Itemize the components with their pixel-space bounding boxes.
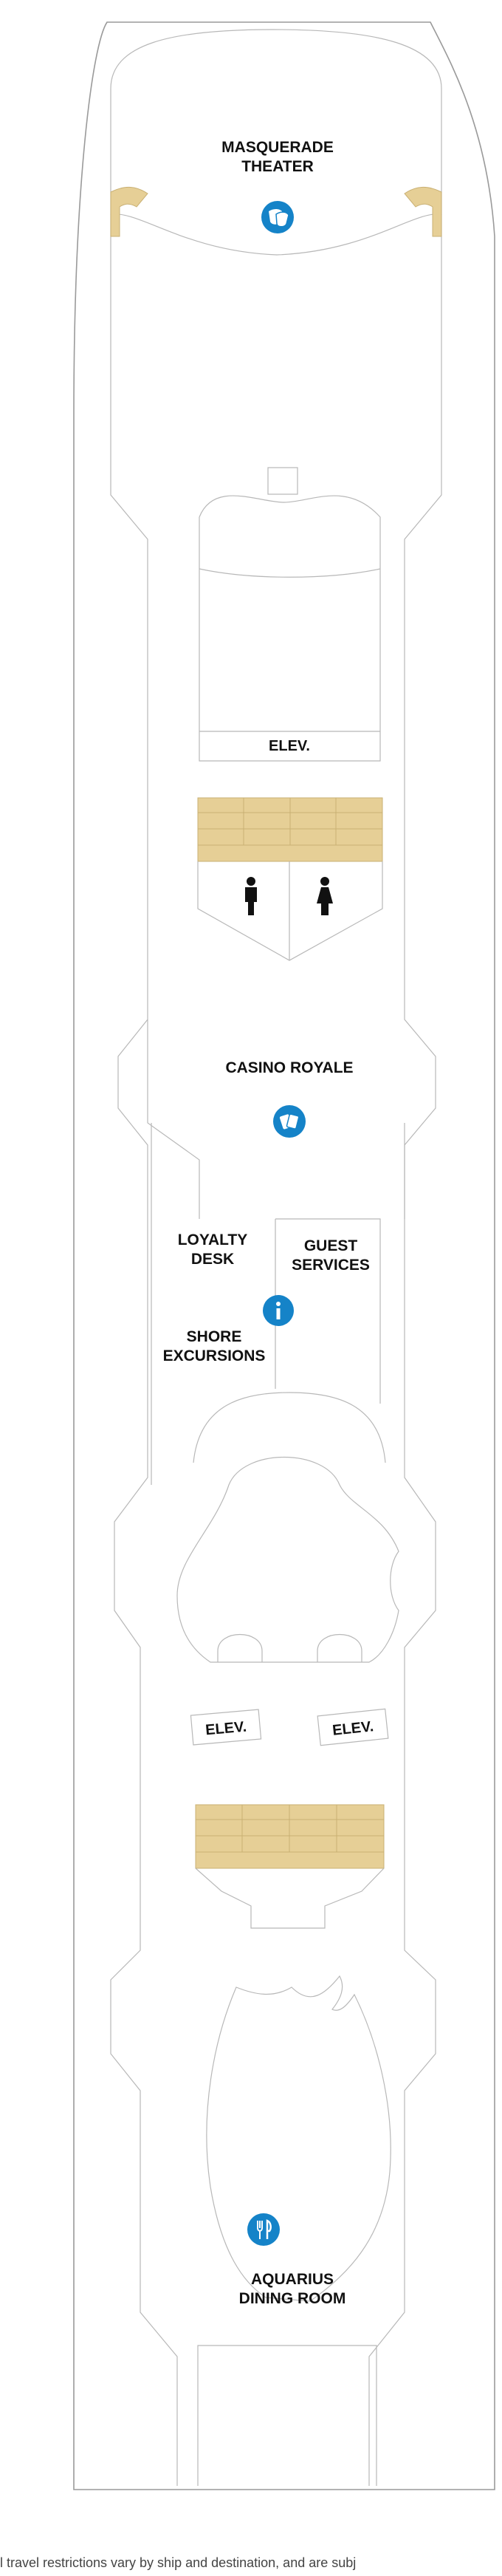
theater-label-2: THEATER (241, 158, 314, 175)
elevator-core-top: ELEV. (199, 467, 381, 762)
atrium (176, 1392, 399, 1663)
casino-label: CASINO ROYALE (225, 1059, 353, 1076)
footer-disclaimer: l travel restrictions vary by ship and d… (0, 2555, 356, 2570)
atrium-outline (176, 1457, 399, 1663)
deck-interior-outline (110, 443, 442, 2486)
dining-utensils-icon (247, 2213, 280, 2246)
elevator-shaft-box (267, 467, 298, 495)
dining-label-2: DINING ROOM (239, 2290, 346, 2307)
shore-excursions-label-1: SHORE (187, 1328, 242, 1345)
man-icon (245, 877, 257, 915)
aquarius-dining-room: AQUARIUS DINING ROOM (197, 1975, 391, 2486)
elevator-lower-left: ELEV. (190, 1709, 262, 1746)
woman-icon (317, 877, 333, 915)
atrium-alcove-left (217, 1634, 263, 1662)
casino-cards-icon (273, 1105, 306, 1138)
guest-services-label-1: GUEST (304, 1237, 358, 1254)
elevator-label-lower-right: ELEV. (331, 1718, 374, 1739)
elevator-lobby-outline (199, 495, 381, 762)
theater-label-1: MASQUERADE (221, 139, 334, 156)
stairs-block-upper (197, 797, 383, 862)
shore-excursions-label-2: EXCURSIONS (163, 1347, 266, 1364)
casino-outline (147, 1019, 405, 1219)
restroom-outline (197, 861, 383, 961)
loyalty-label-1: LOYALTY (178, 1231, 248, 1248)
loyalty-label-2: DESK (191, 1251, 234, 1268)
stairs-left (110, 187, 148, 237)
stairs-block-lower (195, 1804, 385, 1929)
theater-outline (110, 29, 442, 256)
guest-services-area: LOYALTY DESK GUEST SERVICES SHORE EXCURS… (151, 1123, 381, 1485)
atrium-alcove-right (317, 1634, 362, 1662)
theater-masks-icon (261, 201, 294, 233)
stairs-right (404, 187, 442, 237)
dining-entrance (197, 2345, 377, 2486)
guest-services-label-2: SERVICES (292, 1257, 370, 1274)
dining-outline (206, 1975, 391, 2302)
atrium-arch (193, 1392, 386, 1463)
restrooms (197, 861, 383, 961)
masquerade-theater: MASQUERADE THEATER (110, 29, 442, 443)
stairs-lower-landing (195, 1868, 385, 1929)
theater-stage-line (110, 214, 442, 443)
info-icon (263, 1295, 294, 1326)
ship-hull (73, 21, 495, 2490)
elevator-lobby-inner (199, 568, 381, 732)
elevator-lower-right: ELEV. (317, 1708, 389, 1746)
elevator-label-lower-left: ELEV. (204, 1719, 247, 1739)
dining-label-1: AQUARIUS (251, 2271, 334, 2288)
casino-royale: CASINO ROYALE (147, 1019, 405, 1219)
elevator-label-top: ELEV. (269, 738, 310, 754)
